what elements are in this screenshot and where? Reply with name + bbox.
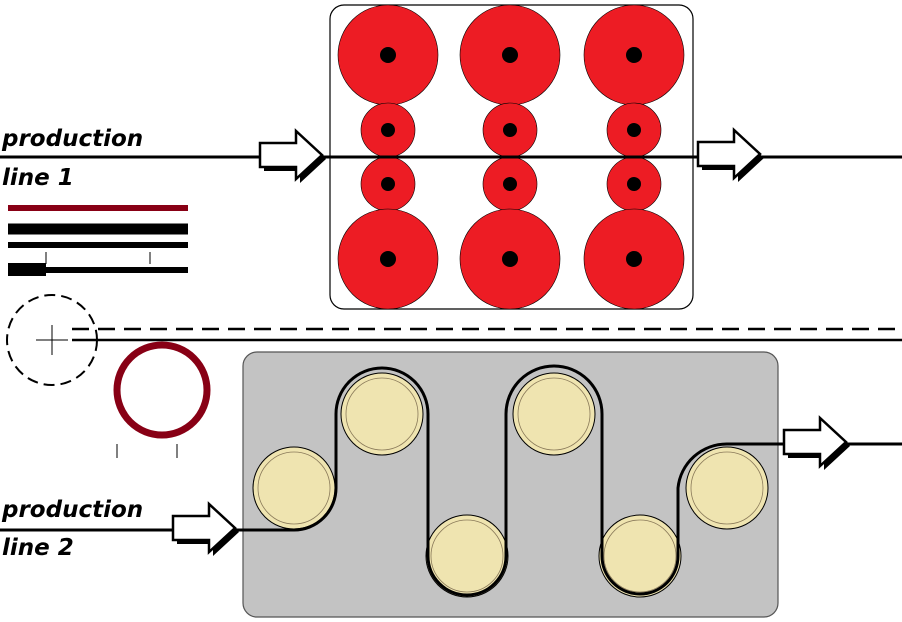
line1-label-top: production xyxy=(2,126,144,152)
flow-arrow-icon xyxy=(171,502,241,558)
roll-center xyxy=(626,47,642,63)
looper-rolls xyxy=(252,372,769,598)
roll-stand-rolls xyxy=(337,4,685,310)
line1-label-bottom: line 1 xyxy=(2,165,74,191)
guide-roll xyxy=(598,514,682,598)
roll-center xyxy=(502,251,518,267)
legend-bar-stepped xyxy=(8,263,46,276)
dark-red-ring xyxy=(113,341,211,439)
guide-roll xyxy=(512,372,596,456)
line2-label-bottom: line 2 xyxy=(2,535,74,561)
roll-center xyxy=(503,177,517,191)
roll-center xyxy=(381,177,395,191)
flow-arrow-icon xyxy=(782,416,852,472)
roll-center xyxy=(381,123,395,137)
guide-roll xyxy=(425,514,509,598)
roll-center xyxy=(626,251,642,267)
guide-roll xyxy=(340,372,424,456)
roll-center xyxy=(380,251,396,267)
line-legend xyxy=(8,205,188,276)
line2-strip xyxy=(0,364,902,597)
roll-center xyxy=(627,177,641,191)
roll-center xyxy=(380,47,396,63)
guide-roll xyxy=(685,446,769,530)
roll-center xyxy=(502,47,518,63)
flow-arrow-icon xyxy=(258,129,328,185)
flow-arrow-icon xyxy=(696,128,766,184)
roll-center xyxy=(503,123,517,137)
line2-label-top: production xyxy=(2,497,144,523)
roll-center xyxy=(627,123,641,137)
